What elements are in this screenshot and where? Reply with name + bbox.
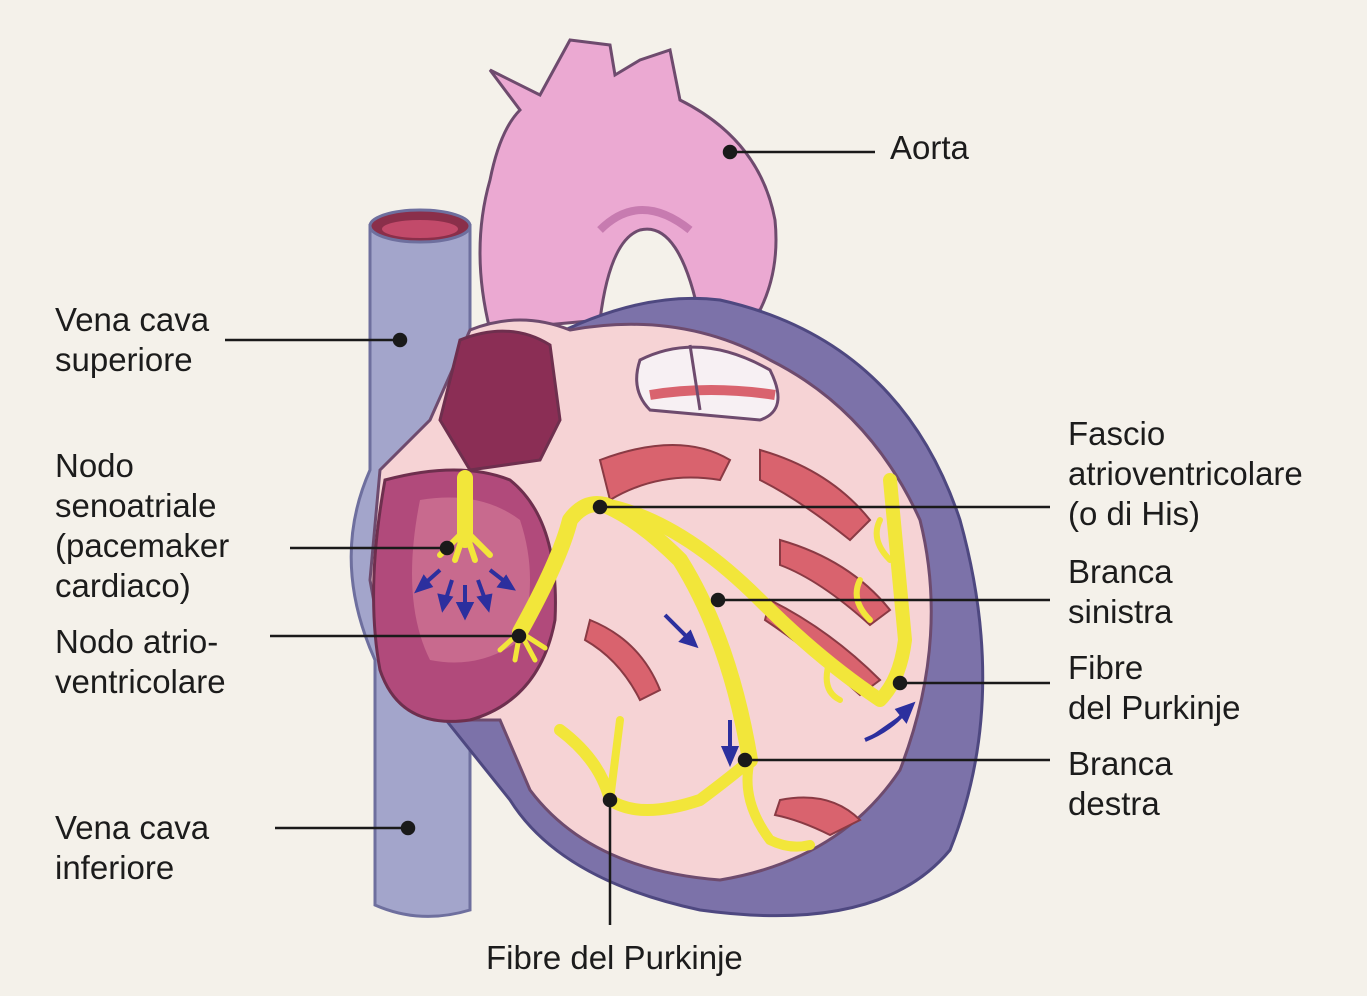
label-fibre-purkinje-bottom: Fibre del Purkinje (486, 938, 743, 978)
label-vena-cava-inferiore: Vena cava inferiore (55, 808, 209, 888)
label-aorta: Aorta (890, 128, 969, 168)
aorta (480, 40, 776, 330)
label-fibre-purkinje-right: Fibre del Purkinje (1068, 648, 1240, 728)
label-branca-sinistra: Branca sinistra (1068, 552, 1173, 632)
label-vena-cava-superiore: Vena cava superiore (55, 300, 209, 380)
label-nodo-atrioventricolare: Nodo atrio- ventricolare (55, 622, 226, 702)
label-fascio-his: Fascio atrioventricolare (o di His) (1068, 414, 1303, 534)
label-nodo-senoatriale: Nodo senoatriale (pacemaker cardiaco) (55, 446, 229, 606)
label-branca-destra: Branca destra (1068, 744, 1173, 824)
